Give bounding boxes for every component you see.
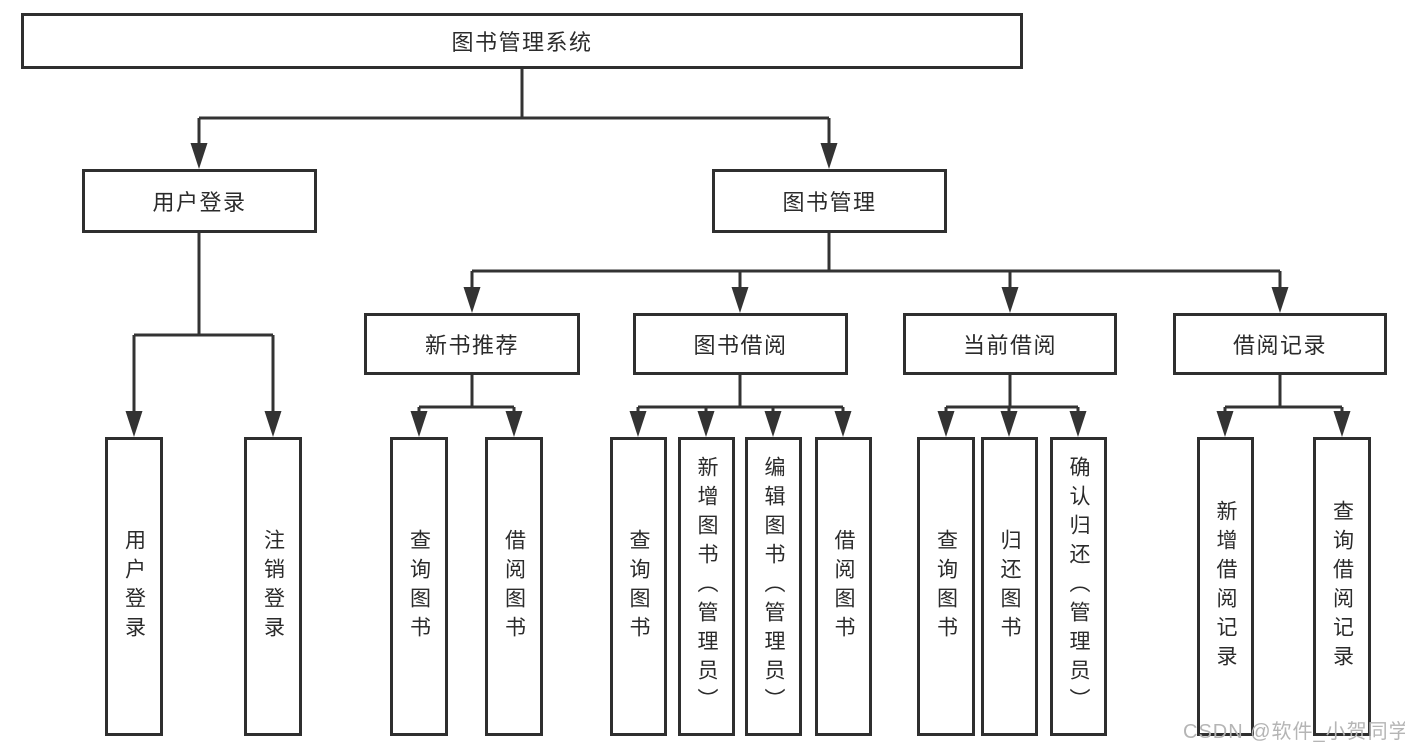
node-user-login: 用户登录 xyxy=(82,169,317,233)
leaf-logout: 注销登录 xyxy=(244,437,302,736)
leaf-current-query-books: 查询图书 xyxy=(917,437,975,736)
leaf-current-confirm-return-admin: 确认归还（管理员） xyxy=(1050,437,1107,736)
arrowheads xyxy=(125,143,1351,437)
leaf-borrowing-add-books-admin: 新增图书（管理员） xyxy=(678,437,735,736)
leaf-borrowing-query-books: 查询图书 xyxy=(610,437,667,736)
node-book-management: 图书管理 xyxy=(712,169,947,233)
leaf-borrowing-borrow-books: 借阅图书 xyxy=(815,437,872,736)
leaf-borrowing-edit-books-admin: 编辑图书（管理员） xyxy=(745,437,802,736)
node-borrowing-records: 借阅记录 xyxy=(1173,313,1387,375)
leaf-current-return-books: 归还图书 xyxy=(981,437,1038,736)
tree-edges xyxy=(132,69,1344,412)
node-new-book-recommendation: 新书推荐 xyxy=(364,313,580,375)
node-book-borrowing: 图书借阅 xyxy=(633,313,848,375)
csdn-watermark: CSDN @软件_小贺同学 xyxy=(1183,721,1405,743)
node-current-borrowing: 当前借阅 xyxy=(903,313,1117,375)
leaf-records-add-record: 新增借阅记录 xyxy=(1197,437,1254,736)
leaf-recommend-borrow-books: 借阅图书 xyxy=(485,437,543,736)
leaf-recommend-query-books: 查询图书 xyxy=(390,437,448,736)
node-library-system: 图书管理系统 xyxy=(21,13,1023,69)
leaf-user-login: 用户登录 xyxy=(105,437,163,736)
leaf-records-query-record: 查询借阅记录 xyxy=(1313,437,1371,736)
